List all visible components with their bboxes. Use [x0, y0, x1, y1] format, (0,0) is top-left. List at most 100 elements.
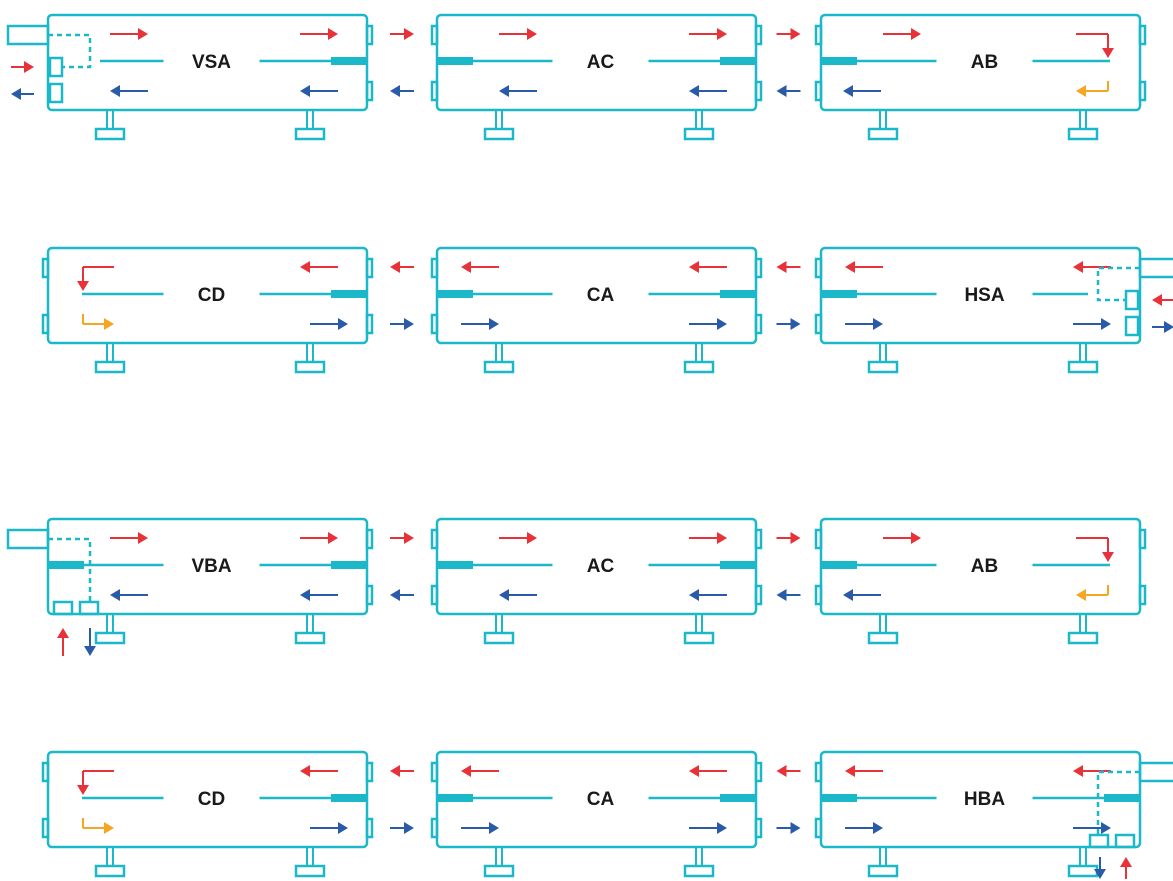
dashed-duct	[1096, 266, 1140, 302]
seal-block	[720, 57, 756, 65]
inlet-arrow-head	[1152, 294, 1162, 306]
turn-right-head	[104, 822, 114, 834]
return-arrow-head	[300, 589, 310, 601]
turn-down	[1102, 538, 1114, 562]
foot-pad	[483, 360, 515, 374]
supply-arrow-head	[845, 765, 855, 777]
supply-arrow	[689, 765, 727, 777]
foot-pad	[483, 864, 515, 878]
side-tab	[814, 528, 823, 550]
side-tab	[365, 528, 374, 550]
turn-down	[1102, 34, 1114, 58]
link-return-arrow-head	[790, 822, 801, 834]
duct-box	[6, 528, 50, 550]
supply-arrow-head	[717, 532, 727, 544]
turn-right	[83, 318, 114, 330]
dashed-duct	[48, 33, 92, 69]
unit-ac: AC	[430, 13, 763, 141]
turn-down	[77, 771, 89, 795]
side-tab	[365, 584, 374, 606]
return-arrow	[1073, 822, 1111, 834]
side-tab	[365, 761, 374, 783]
supply-arrow	[689, 532, 727, 544]
supply-arrow	[499, 28, 537, 40]
turn-right-head	[104, 318, 114, 330]
outlet-arrow	[1094, 857, 1106, 879]
link-return-arrow-head	[776, 85, 787, 97]
return-arrow	[843, 85, 881, 97]
seal-block	[720, 290, 756, 298]
seal-block	[437, 290, 473, 298]
unit-ab: AB	[814, 13, 1147, 141]
turn-left	[1076, 589, 1108, 601]
return-arrow-head	[689, 85, 699, 97]
turn-arrow	[77, 770, 114, 795]
foot-pad	[867, 631, 899, 645]
side-tab	[430, 817, 439, 839]
foot-pad	[483, 127, 515, 141]
return-arrow-head	[489, 318, 499, 330]
turn-arrow	[77, 266, 114, 291]
side-tab	[430, 761, 439, 783]
link-return-arrow-head	[776, 589, 787, 601]
side-tab	[41, 761, 50, 783]
link-supply-arrow	[390, 28, 414, 40]
side-tab	[41, 817, 50, 839]
link-return-arrow-head	[404, 318, 414, 330]
return-turn-arrow	[82, 314, 114, 330]
supply-arrow	[689, 28, 727, 40]
side-tab	[814, 761, 823, 783]
turn-down-head	[1102, 552, 1114, 562]
link-supply-arrow-head	[776, 765, 787, 777]
supply-arrow	[461, 261, 499, 273]
link-return-arrow-head	[790, 318, 801, 330]
seal-block	[48, 561, 84, 569]
link-return-arrow-head	[404, 822, 414, 834]
unit-label: CA	[587, 285, 615, 306]
turn-down-head	[77, 785, 89, 795]
supply-arrow-head	[717, 28, 727, 40]
supply-arrow-head	[461, 261, 471, 273]
return-arrow-head	[873, 822, 883, 834]
inlet-arrow-head	[1120, 857, 1132, 867]
side-tab	[365, 80, 374, 102]
supply-arrow-head	[911, 28, 921, 40]
side-tab	[1138, 80, 1147, 102]
return-arrow-head	[843, 85, 853, 97]
supply-arrow-head	[1073, 261, 1083, 273]
link-supply-arrow	[776, 28, 801, 40]
dashed-duct	[48, 537, 92, 602]
supply-arrow-head	[138, 532, 148, 544]
supply-arrow-head	[689, 261, 699, 273]
turn-arrow	[1076, 33, 1114, 58]
supply-arrow	[110, 532, 148, 544]
link-return-arrow	[776, 589, 801, 601]
inlet-arrow-head	[57, 628, 69, 638]
seal-block	[331, 561, 367, 569]
turn-right	[83, 822, 114, 834]
return-arrow-head	[873, 318, 883, 330]
duct-box	[6, 24, 50, 46]
connector	[48, 56, 64, 78]
supply-arrow-head	[328, 532, 338, 544]
side-tab	[754, 584, 763, 606]
return-arrow	[110, 85, 148, 97]
outlet-arrow-head	[1094, 869, 1106, 879]
side-tab	[365, 313, 374, 335]
seal-block	[720, 561, 756, 569]
side-tab	[430, 584, 439, 606]
link-return-arrow	[776, 85, 801, 97]
unit-label: AB	[971, 52, 998, 73]
inlet-arrow	[1120, 857, 1132, 879]
return-arrow-head	[489, 822, 499, 834]
seal-block	[821, 794, 857, 802]
link-supply-arrow-head	[790, 28, 801, 40]
side-tab	[754, 257, 763, 279]
foot-pad	[683, 127, 715, 141]
return-arrow	[310, 822, 348, 834]
inlet-arrow	[11, 61, 34, 73]
side-tab	[1138, 24, 1147, 46]
side-tab	[430, 528, 439, 550]
side-tab	[754, 80, 763, 102]
seal-block	[437, 57, 473, 65]
